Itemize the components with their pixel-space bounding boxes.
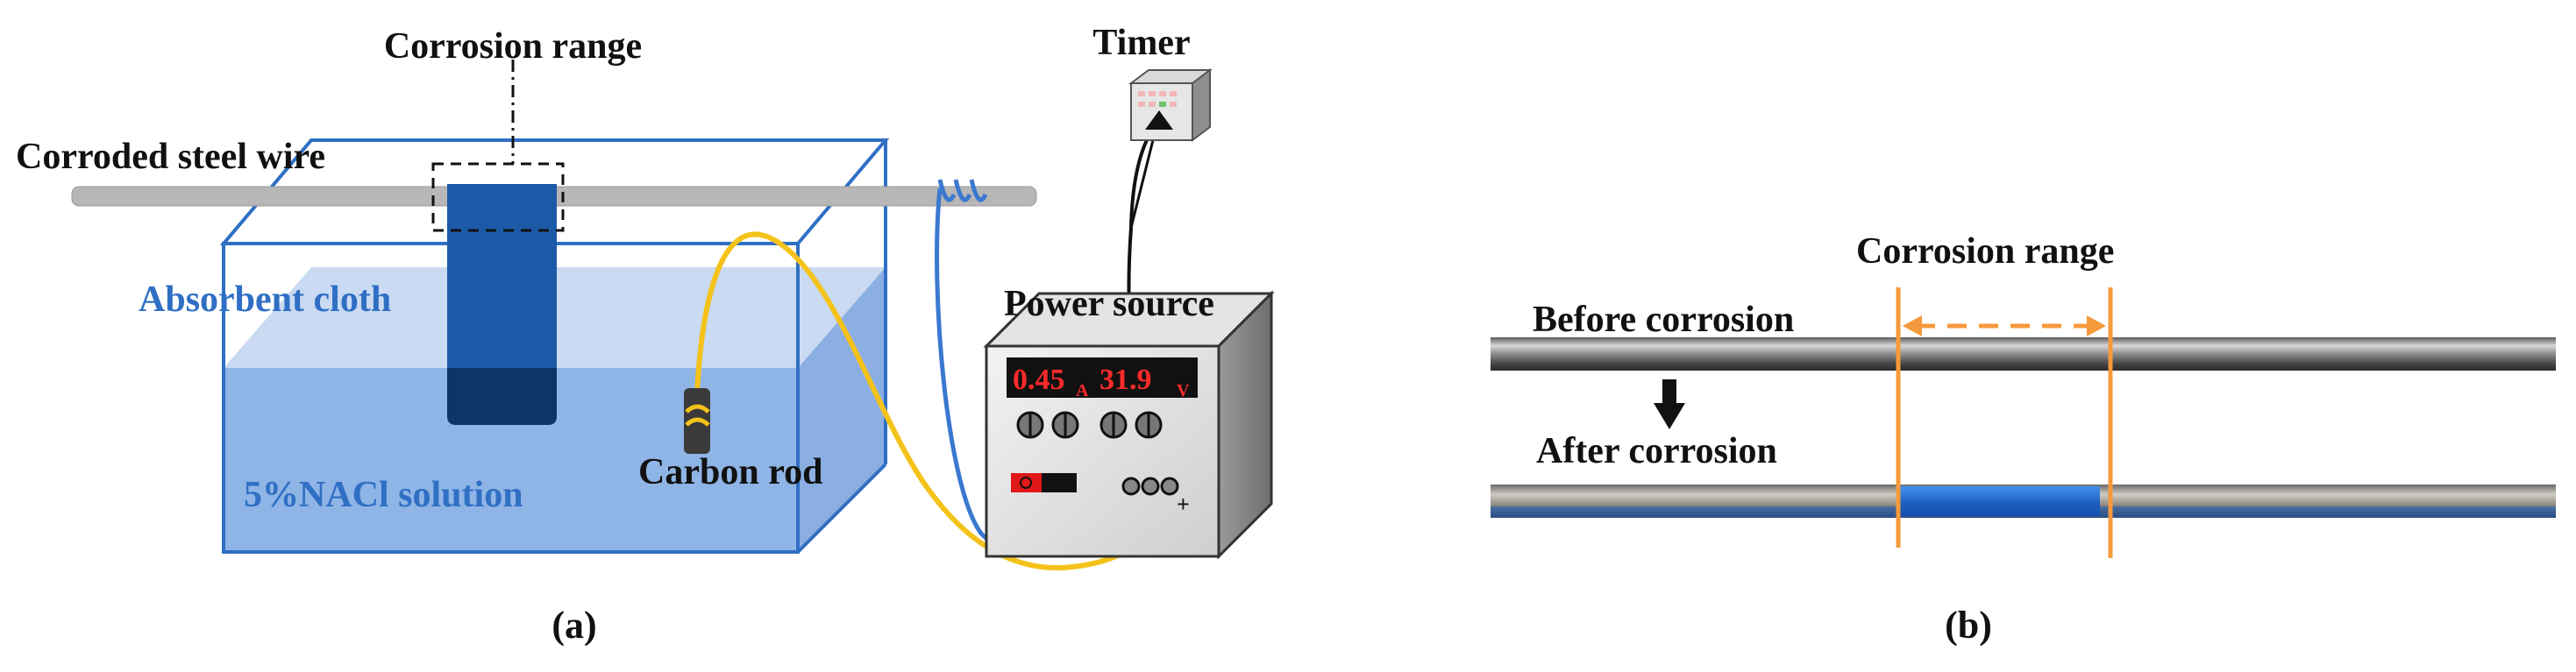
label-corrosion-range-b: Corrosion range — [1856, 231, 2114, 272]
down-arrow-icon — [1654, 379, 1685, 429]
corrosion-range-box — [431, 162, 565, 232]
label-absorbent-cloth: Absorbent cloth — [139, 279, 391, 320]
panel-b: Corrosion range Before corrosion After c… — [1491, 231, 2556, 647]
terminal-plus-sign: + — [1177, 492, 1190, 517]
label-timer: Timer — [1092, 23, 1190, 63]
display-voltage-unit: V — [1177, 381, 1190, 400]
label-after-corrosion: After corrosion — [1536, 431, 1777, 471]
power-terminals — [1121, 477, 1179, 496]
display-voltage: 31.9 — [1099, 364, 1152, 396]
label-solution: 5%NACl solution — [244, 475, 523, 515]
absorbent-cloth — [447, 184, 557, 425]
timer-buttons — [1138, 91, 1177, 107]
label-corrosion-range-a: Corrosion range — [384, 26, 642, 67]
label-carbon-rod: Carbon rod — [638, 452, 822, 492]
display-current-unit: A — [1076, 381, 1089, 400]
wire-coil — [937, 179, 988, 202]
carbon-rod — [684, 388, 710, 454]
display-current: 0.45 — [1013, 364, 1065, 396]
yellow-lead-wire — [694, 231, 1173, 571]
caption-a: (a) — [551, 604, 596, 647]
range-double-arrow — [1903, 315, 2106, 336]
label-corroded-steel-wire: Corroded steel wire — [16, 137, 325, 177]
power-display — [1007, 357, 1198, 398]
power-source — [983, 290, 1275, 560]
steel-rod-before — [1491, 337, 2556, 371]
label-power-source: Power source — [1004, 284, 1214, 324]
caption-b: (b) — [1945, 604, 1992, 647]
panel-a: Corrosion range Corroded steel wire Time… — [16, 23, 1275, 647]
label-before-corrosion: Before corrosion — [1533, 300, 1794, 340]
